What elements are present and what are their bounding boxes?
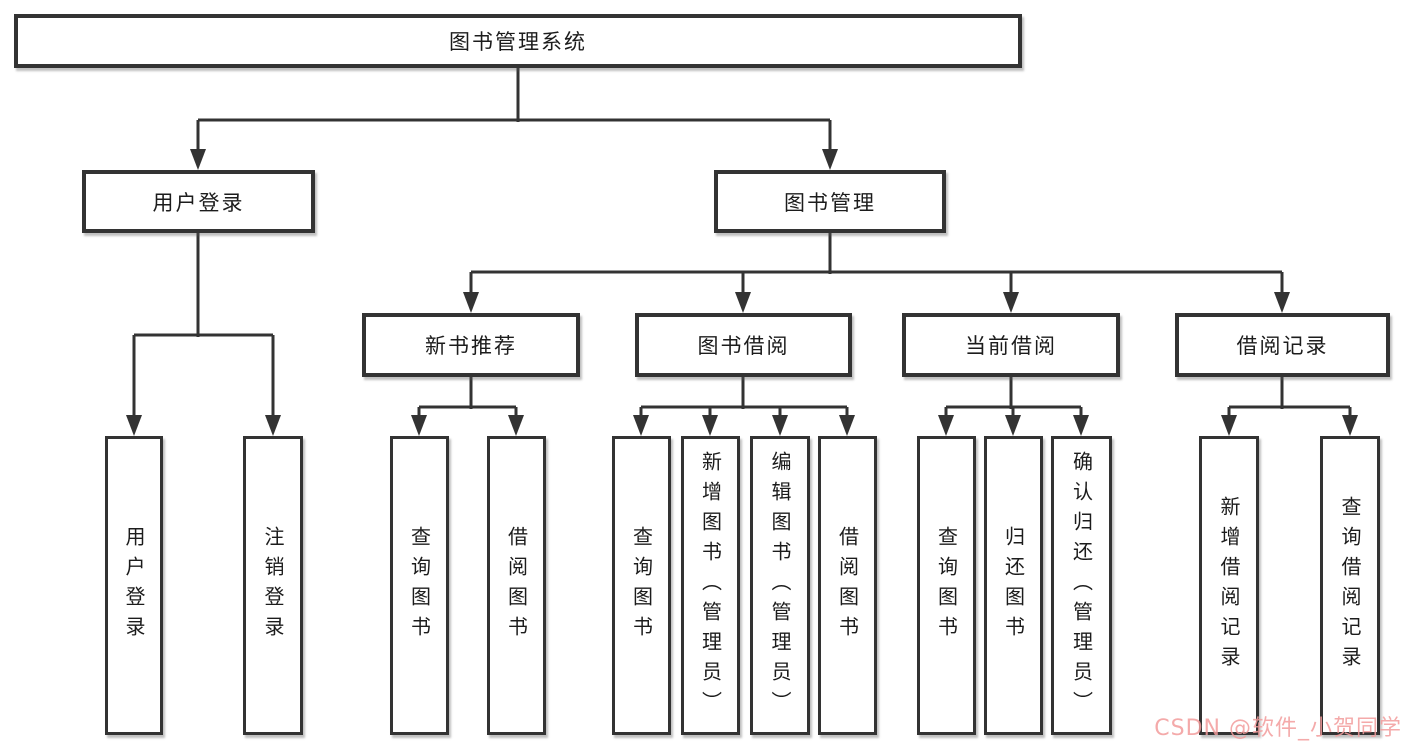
node-borrow-records: 借阅记录 <box>1175 313 1390 377</box>
arrowhead <box>938 415 954 436</box>
leaf-user-login-label: 用户登录 <box>122 525 146 646</box>
arrowhead <box>702 415 718 436</box>
arrowhead <box>1003 292 1019 313</box>
leaf-borrow-query-books-label: 查询图书 <box>629 525 654 646</box>
node-borrow-records-label: 借阅记录 <box>1236 334 1329 358</box>
csdn-watermark: CSDN @软件_小贺同学 <box>1154 716 1402 741</box>
leaf-logout: 注销登录 <box>243 436 303 735</box>
connector-records-children <box>1221 377 1358 436</box>
leaf-current-query-books-label: 查询图书 <box>934 525 959 646</box>
node-book-management-label: 图书管理 <box>784 190 876 215</box>
leaf-borrow-borrow-books: 借阅图书 <box>818 436 877 735</box>
leaf-borrow-edit-books-admin: 编辑图书（管理员） <box>750 436 810 735</box>
arrowhead <box>735 292 751 313</box>
node-book-borrow: 图书借阅 <box>635 313 852 377</box>
node-user-login: 用户登录 <box>82 170 315 233</box>
leaf-recommend-query-books: 查询图书 <box>390 436 449 735</box>
leaf-records-query-record-label: 查询借阅记录 <box>1338 495 1362 676</box>
leaf-current-return-books-label: 归还图书 <box>1001 525 1026 646</box>
arrowhead <box>1073 415 1089 436</box>
arrowhead <box>772 415 788 436</box>
leaf-recommend-borrow-books: 借阅图书 <box>487 436 546 735</box>
leaf-borrow-borrow-books-label: 借阅图书 <box>835 525 860 646</box>
connector-recommend-children <box>411 377 524 436</box>
node-new-book-recommend: 新书推荐 <box>362 313 580 377</box>
leaf-current-return-books: 归还图书 <box>984 436 1043 735</box>
leaf-user-login: 用户登录 <box>105 436 163 735</box>
leaf-records-query-record: 查询借阅记录 <box>1320 436 1380 735</box>
arrowhead <box>1274 292 1290 313</box>
arrowhead <box>463 292 479 313</box>
leaf-borrow-add-books-admin-label: 新增图书（管理员） <box>698 450 723 721</box>
arrowhead <box>126 415 142 436</box>
leaf-current-query-books: 查询图书 <box>917 436 976 735</box>
leaf-recommend-query-books-label: 查询图书 <box>407 525 432 646</box>
node-book-management: 图书管理 <box>714 170 946 233</box>
leaf-records-add-record-label: 新增借阅记录 <box>1217 495 1241 676</box>
leaf-current-confirm-return-admin: 确认归还（管理员） <box>1051 436 1112 735</box>
arrowhead <box>1342 415 1358 436</box>
connector-borrow-children <box>633 377 855 436</box>
node-book-borrow-label: 图书借阅 <box>697 334 790 358</box>
node-current-borrow-label: 当前借阅 <box>965 334 1057 358</box>
arrowhead <box>822 149 838 170</box>
connector-current-children <box>938 377 1089 436</box>
arrowhead <box>1005 415 1021 436</box>
node-user-login-label: 用户登录 <box>152 190 245 215</box>
arrowhead <box>411 415 427 436</box>
arrowhead <box>508 415 524 436</box>
leaf-current-confirm-return-admin-label: 确认归还（管理员） <box>1069 450 1094 721</box>
connector-book-management-level3 <box>463 233 1290 313</box>
leaf-borrow-add-books-admin: 新增图书（管理员） <box>681 436 740 735</box>
arrowhead <box>190 149 206 170</box>
arrowhead <box>265 415 281 436</box>
arrowhead <box>1221 415 1237 436</box>
leaf-logout-label: 注销登录 <box>261 525 285 646</box>
leaf-recommend-borrow-books-label: 借阅图书 <box>504 525 529 646</box>
node-current-borrow: 当前借阅 <box>902 313 1120 377</box>
node-new-book-recommend-label: 新书推荐 <box>425 334 517 358</box>
leaf-borrow-query-books: 查询图书 <box>612 436 671 735</box>
arrowhead <box>839 415 855 436</box>
node-root-label: 图书管理系统 <box>449 30 587 54</box>
connector-user-login-children <box>126 233 281 436</box>
leaf-borrow-edit-books-admin-label: 编辑图书（管理员） <box>768 450 792 721</box>
arrowhead <box>633 415 649 436</box>
node-root: 图书管理系统 <box>14 14 1022 68</box>
connector-root-to-level2 <box>190 68 838 170</box>
leaf-records-add-record: 新增借阅记录 <box>1199 436 1259 735</box>
